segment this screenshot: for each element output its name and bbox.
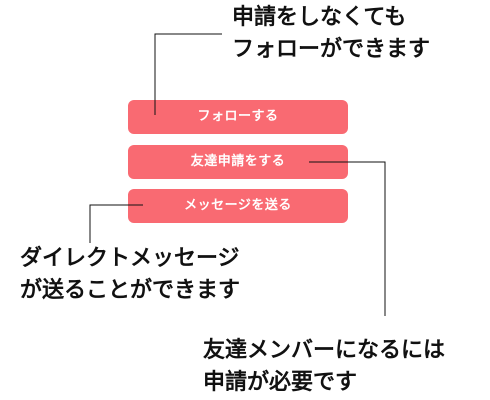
friend-annotation-line1: 友達メンバーになるには — [203, 338, 446, 363]
friend-annotation-line2: 申請が必要です — [203, 370, 358, 395]
follow-annotation-line2: フォローができます — [232, 37, 431, 62]
message-annotation-line1: ダイレクトメッセージ — [20, 246, 240, 271]
message-annotation-line2: が送ることができます — [20, 278, 241, 303]
follow-annotation: 申請をしなくても フォローができます — [232, 2, 430, 66]
send-message-button[interactable]: メッセージを送る — [128, 189, 348, 223]
friend-request-button[interactable]: 友達申請をする — [128, 145, 348, 179]
follow-annotation-line1: 申請をしなくても — [232, 5, 407, 30]
message-annotation: ダイレクトメッセージ が送ることができます — [20, 243, 240, 307]
friend-annotation: 友達メンバーになるには 申請が必要です — [203, 335, 445, 399]
follow-button[interactable]: フォローする — [128, 100, 348, 134]
friend-callout-line — [309, 161, 386, 316]
